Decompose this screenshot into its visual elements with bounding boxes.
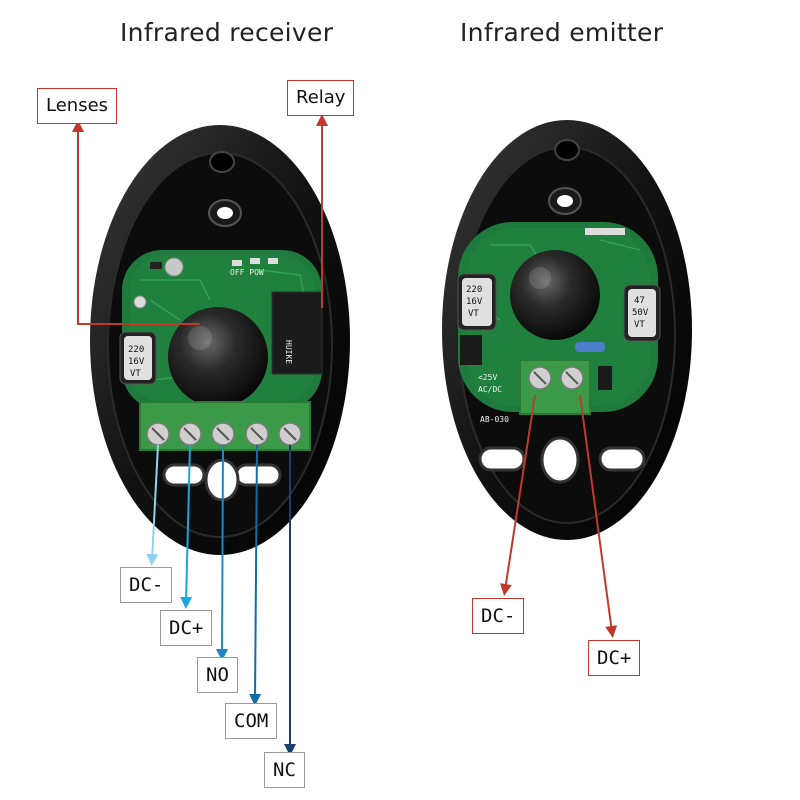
- callout-tx-dc-plus: DC+: [588, 640, 641, 676]
- callout-relay: Relay: [287, 80, 355, 116]
- emitter-device: 220 16V VT 47 50V VT <25V AC/DC AB-030: [442, 120, 692, 540]
- receiver-lens: [168, 307, 268, 407]
- leader-lenses: [72, 120, 200, 325]
- emitter-lens: [510, 250, 600, 340]
- leader-tx-dc-minus: [499, 394, 536, 596]
- callout-tx-dc-minus: DC-: [472, 598, 525, 634]
- svg-text:VT: VT: [468, 309, 479, 319]
- relay-component: [271, 291, 323, 375]
- svg-text:HUIKE: HUIKE: [284, 340, 293, 364]
- callout-rx-com: COM: [225, 703, 278, 739]
- title-emitter: Infrared emitter: [460, 18, 664, 47]
- svg-text:AB-030: AB-030: [480, 415, 509, 424]
- svg-text:VT: VT: [130, 369, 141, 379]
- title-receiver: Infrared receiver: [120, 18, 334, 47]
- svg-text:50V: 50V: [632, 308, 649, 318]
- leader-rx-dc-minus: [146, 444, 159, 566]
- leader-tx-dc-plus: [579, 394, 618, 638]
- callout-rx-dc-plus: DC+: [160, 610, 213, 646]
- leader-rx-dc-plus: [180, 444, 193, 609]
- mount-hole-top: [209, 151, 235, 173]
- svg-text:16V: 16V: [128, 357, 145, 367]
- callout-rx-no: NO: [197, 657, 238, 693]
- svg-text:VT: VT: [634, 320, 645, 330]
- leader-rx-com: [249, 444, 262, 706]
- svg-text:16V: 16V: [466, 297, 483, 307]
- svg-text:220: 220: [128, 345, 144, 355]
- receiver-device: OFF POW HUIKE 220 16V VT: [90, 125, 350, 555]
- svg-text:220: 220: [466, 285, 482, 295]
- callout-rx-nc: NC: [264, 752, 305, 788]
- svg-text:<25V: <25V: [478, 373, 497, 382]
- callout-lenses: Lenses: [37, 88, 118, 124]
- svg-text:AC/DC: AC/DC: [478, 385, 502, 394]
- leader-rx-no: [216, 444, 229, 661]
- callout-rx-dc-minus: DC-: [120, 567, 173, 603]
- svg-text:47: 47: [634, 296, 645, 306]
- receiver-off-pow-label: OFF POW: [230, 268, 264, 277]
